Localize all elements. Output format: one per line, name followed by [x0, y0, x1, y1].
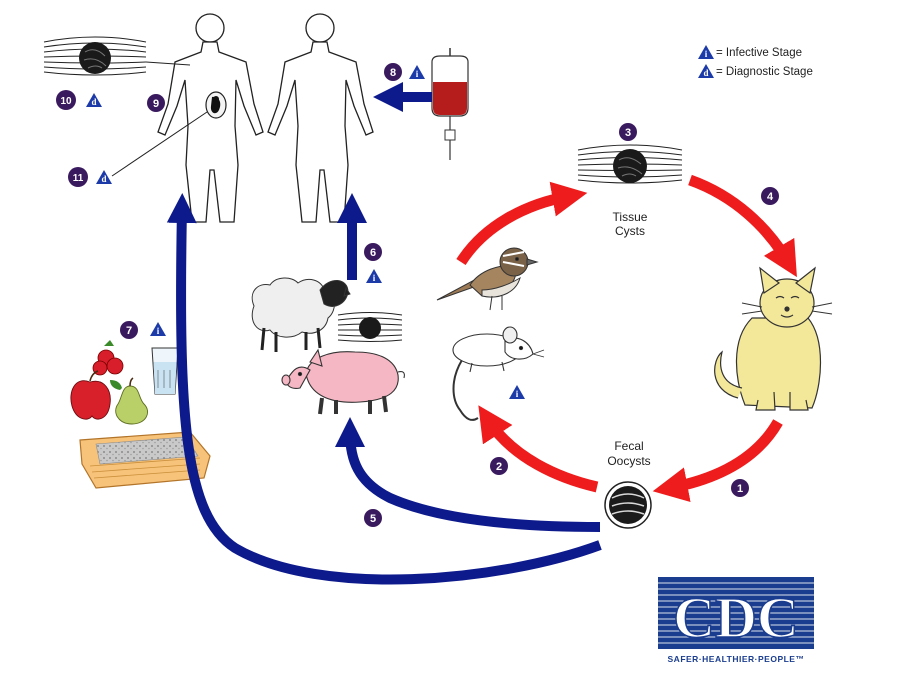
svg-text:i: i [373, 273, 376, 283]
arrow-cyst-to-cat [688, 174, 797, 278]
step-badge-4: 4 [761, 187, 779, 205]
tissue-cysts-label-line1: Tissue [613, 210, 648, 224]
step-badge-6: 6 [364, 243, 382, 261]
human-figure-left [157, 13, 264, 223]
fetus-pointer-line [111, 111, 208, 177]
stage-mark-step8-infective: i [409, 65, 425, 79]
svg-text:d: d [703, 68, 708, 78]
legend-infective-text: = Infective Stage [716, 47, 802, 59]
fetus-icon [205, 91, 227, 119]
svg-text:i: i [705, 49, 708, 59]
svg-text:10: 10 [60, 96, 72, 107]
legend: i = Infective Stage d = Diagnostic Stage [698, 45, 813, 78]
arrow-oocyst-to-human [166, 193, 602, 585]
cdc-logo: CDC SAFER·HEALTHIER·PEOPLE™ [658, 577, 814, 664]
eye-pointer-line [145, 61, 191, 66]
transmission-arrows [166, 82, 602, 585]
sheep-icon [251, 277, 351, 352]
step-badge-11: 11 [68, 167, 88, 187]
step-badge-2: 2 [490, 457, 508, 475]
legend-diagnostic-text: = Diagnostic Stage [716, 66, 813, 78]
fecal-oocysts-label-line1: Fecal [614, 439, 643, 453]
water-glass-icon [151, 347, 179, 395]
legend-diagnostic-icon: d [698, 64, 714, 78]
svg-text:3: 3 [625, 127, 631, 139]
step-badge-7: 7 [120, 321, 138, 339]
legend-infective-icon: i [698, 45, 714, 59]
bird-icon [436, 247, 539, 311]
fecal-oocysts-label-line2: Oocysts [607, 454, 650, 468]
svg-text:d: d [101, 174, 106, 184]
svg-text:11: 11 [73, 173, 84, 184]
stage-mark-step7-infective: i [150, 322, 166, 336]
arrow-cat-to-oocyst [652, 419, 783, 502]
litter-box-icon [79, 431, 211, 489]
step-badge-10: 10 [56, 90, 76, 110]
stage-mark-step6-infective: i [366, 269, 382, 283]
svg-text:6: 6 [370, 247, 376, 259]
mouse-icon [452, 326, 545, 421]
svg-text:5: 5 [370, 513, 376, 525]
step-badge-8: 8 [384, 63, 402, 81]
arrow-bird-to-cyst [456, 181, 588, 266]
svg-text:i: i [516, 389, 519, 399]
svg-text:d: d [91, 97, 96, 107]
fecal-oocyst-icon [604, 481, 652, 529]
cat-icon [714, 266, 833, 411]
svg-text:7: 7 [126, 325, 132, 337]
svg-text:1: 1 [737, 483, 743, 495]
cdc-logo-tagline: SAFER·HEALTHIER·PEOPLE™ [668, 654, 805, 664]
step-badge-9: 9 [147, 94, 165, 112]
svg-text:i: i [157, 326, 160, 336]
raspberries-icon [92, 340, 124, 376]
arrow-oocyst-to-pig [335, 417, 601, 532]
step-badge-3: 3 [619, 123, 637, 141]
eye-tissue-cyst-icon [43, 36, 147, 76]
arrow-oocyst-to-rodent [478, 405, 599, 493]
svg-text:4: 4 [767, 191, 774, 203]
tissue-cysts-label-line2: Cysts [615, 224, 645, 238]
blood-transfusion-bag-icon [431, 48, 469, 160]
svg-text:2: 2 [496, 461, 502, 473]
definitive-host-cycle-arrows [456, 174, 797, 502]
step-badge-5: 5 [364, 509, 382, 527]
apple-icon [70, 370, 111, 420]
pear-icon [110, 377, 148, 425]
meat-tissue-cyst-icon [337, 312, 403, 342]
step-badge-1: 1 [731, 479, 749, 497]
stage-mark-step11-diagnostic: d [96, 170, 112, 184]
stage-mark-mouse-infective: i [509, 385, 525, 399]
svg-text:9: 9 [153, 98, 159, 110]
tissue-cyst-icon [577, 144, 683, 184]
svg-text:i: i [416, 69, 419, 79]
human-figure-right [267, 13, 374, 223]
cdc-logo-text: CDC [673, 585, 799, 650]
svg-text:8: 8 [390, 67, 396, 79]
stage-mark-step10-diagnostic: d [86, 93, 102, 107]
pig-icon [281, 348, 405, 415]
